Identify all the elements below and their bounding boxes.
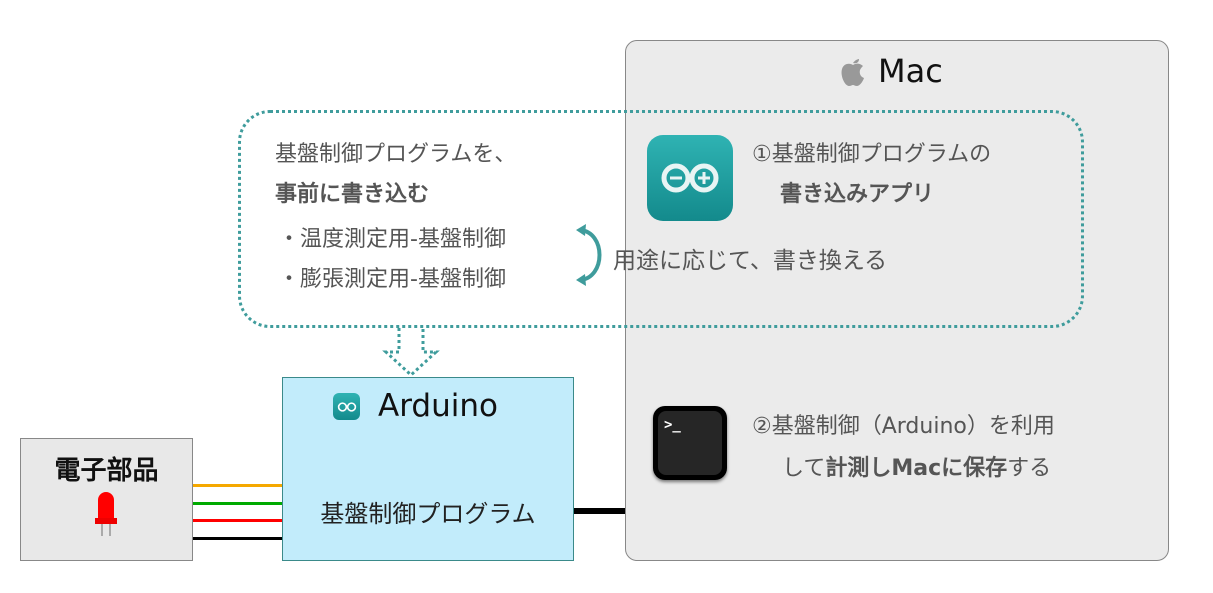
component-title: 電子部品 — [54, 456, 159, 486]
mac-title: Mac — [878, 52, 943, 90]
app2-line2-c: する — [1007, 456, 1052, 481]
arduino-program: 基盤制御プログラム — [320, 500, 536, 528]
note-item-expansion: ・膨張測定用-基盤制御 — [278, 267, 506, 292]
app2-line2: して計測しMacに保存する — [782, 450, 1051, 482]
led-icon — [95, 492, 117, 536]
mac-header: Mac — [838, 52, 943, 90]
usb-cable — [574, 508, 625, 514]
swap-arrow-icon — [576, 224, 602, 286]
rewrite-note: 用途に応じて、書き換える — [613, 248, 888, 274]
app1-line1: ①基盤制御プログラムの — [752, 142, 992, 167]
arduino-box — [282, 377, 574, 561]
arduino-small-icon — [333, 393, 360, 420]
down-arrow-icon — [382, 328, 440, 378]
app2-line2-a: して — [782, 456, 826, 481]
dotted-note-frame — [238, 110, 1084, 328]
wire-orange — [193, 484, 282, 487]
apple-icon — [841, 59, 864, 86]
arduino-title: Arduino — [378, 388, 498, 424]
wire-green — [193, 502, 282, 505]
app2-line2-bold: 計測しMacに保存 — [825, 456, 1008, 481]
app1-line2: 書き込みアプリ — [780, 182, 935, 207]
arduino-app-icon — [647, 135, 733, 221]
wire-red — [193, 519, 282, 522]
app2-line1: ②基盤制御（Arduino）を利用 — [752, 414, 1055, 439]
note-line2: 事前に書き込む — [275, 182, 430, 207]
note-item-temperature: ・温度測定用-基盤制御 — [278, 227, 506, 252]
note-line1: 基盤制御プログラムを、 — [275, 142, 517, 167]
terminal-icon: >_ — [653, 406, 727, 480]
wire-black — [193, 537, 282, 540]
